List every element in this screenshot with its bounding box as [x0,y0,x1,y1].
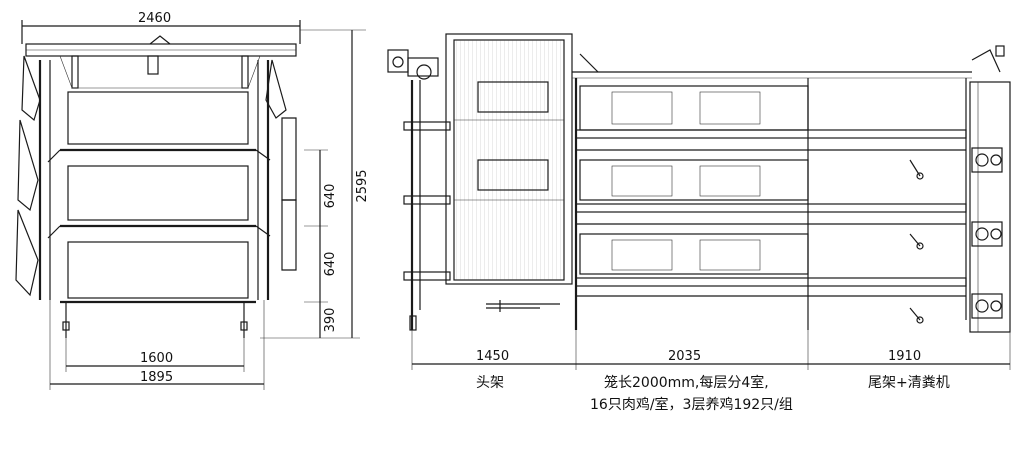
manure-cleaner-upper [971,147,1003,173]
caption-head: 头架 [476,375,504,391]
manure-cleaner-bottom [971,293,1003,319]
dim-total-height-label: 2595 [355,169,370,202]
caption-cage-line1: 笼长2000mm,每层分4室, [604,375,769,391]
dim-head-length-label: 1450 [476,349,509,364]
side-cage-upper [579,85,809,131]
side-dims: 1450 2035 1910 [411,330,1011,370]
tail-frame [969,81,1011,333]
dim-bottom-group: 1600 1895 [49,300,265,390]
end-view: 2460 [15,11,370,390]
cage-tier-upper [67,91,249,145]
manure-cleaner-middle [971,221,1003,247]
dim-tail-length-label: 1910 [888,349,921,364]
head-frame [445,33,573,285]
dim-tier-middle-label: 640 [323,252,338,277]
caption-tail: 尾架+清粪机 [868,375,950,391]
dim-cage-length-label: 2035 [668,349,701,364]
head-motor [387,49,409,73]
dim-inner-width-label: 1600 [140,351,173,366]
dim-vertical-group: 640 640 390 2595 [260,29,370,339]
dim-total-width-label: 2460 [138,11,171,26]
dim-tier-bottom-label: 390 [323,308,338,333]
caption-cage-line2: 16只肉鸡/室，3层养鸡192只/组 [590,397,793,413]
side-view: 1450 2035 1910 [387,33,1011,370]
cage-tier-middle [67,165,249,221]
dim-total-width: 2460 [21,11,301,44]
dim-tier-upper-label: 640 [323,184,338,209]
dim-base-width-label: 1895 [140,370,173,385]
cage-tier-bottom [67,241,249,299]
